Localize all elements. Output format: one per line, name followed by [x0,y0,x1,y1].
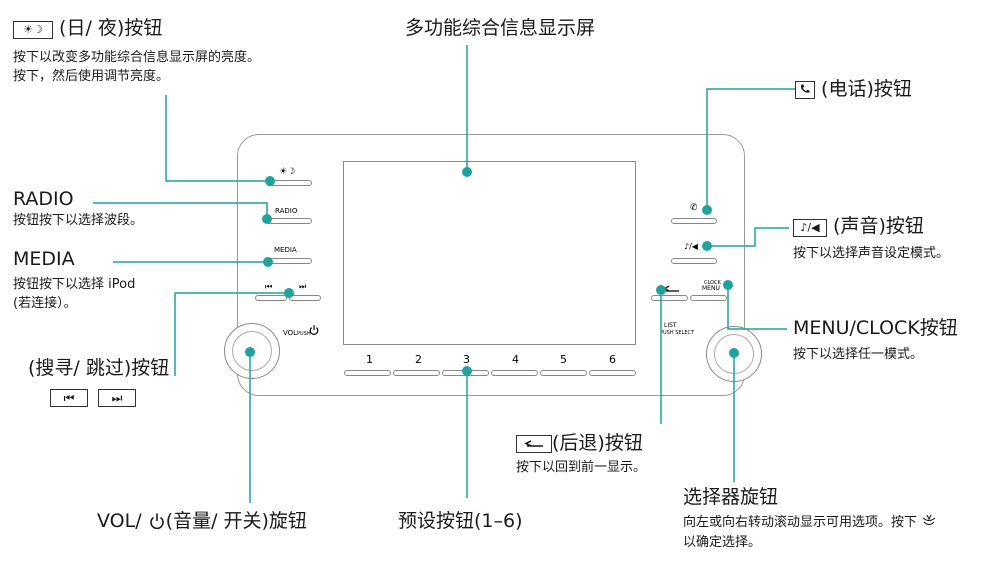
marker-volume [245,347,255,357]
menu-clock-button[interactable] [690,295,727,301]
day-night-unit-label: ☀☽ [279,167,296,177]
seek-prev-button[interactable] [255,295,287,301]
head-unit-outline [237,134,745,396]
preset-button-5[interactable] [540,370,587,376]
marker-radio [262,214,272,224]
multi-info-display [343,161,636,345]
phone-button[interactable] [671,218,717,224]
marker-phone [702,205,712,215]
preset-number-3: 3 [463,353,470,366]
marker-day-night [265,176,275,186]
preset-callout-title: 预设按钮(1–6) [398,510,523,532]
leader-menu-clock [727,285,787,330]
vol-unit-label: VOL [283,329,298,337]
marker-screen [462,167,472,177]
seek-prev-unit-label: ⏮ [265,282,273,291]
list-unit-label: LIST [664,322,677,329]
leader-seek [174,292,289,376]
sound-desc: 按下以选择声音设定模式。 [793,246,950,261]
back-button[interactable] [651,295,688,301]
preset-number-2: 2 [415,353,422,366]
marker-menu-clock [723,280,733,290]
seek-next-unit-label: ⏭ [299,282,307,291]
media-desc-2: (若连接）。 [13,296,77,311]
seek-next-button[interactable] [289,295,321,301]
sound-button[interactable] [671,258,717,264]
menu-clock-callout-title: MENU/CLOCK按钮 [793,317,958,339]
screen-callout-title: 多功能综合信息显示屏 [405,17,596,39]
preset-number-5: 5 [560,353,567,366]
push-select-unit-label: PUSH SELECT [660,330,695,336]
menu-unit-label: MENU [702,285,720,292]
menu-clock-desc: 按下以选择任一模式。 [793,347,924,362]
seek-callout-title: (搜寻/ 跳过)按钮 [28,357,170,379]
leader-sound [707,227,789,247]
marker-media [263,257,273,267]
back-icon [516,435,552,453]
sound-callout-title: ♪/◀ (声音)按钮 [793,215,924,237]
day-night-desc-1: 按下以改变多功能综合信息显示屏的亮度。 [13,50,261,65]
push-unit-label: PUSH [297,331,311,337]
radio-unit-label: RADIO [275,207,298,215]
volume-knob-inner [232,331,272,371]
power-icon [309,325,319,335]
phone-unit-label: ✆ [690,203,698,213]
preset-number-1: 1 [366,353,373,366]
clock-unit-label: CLOCK [704,280,721,286]
marker-seek [284,288,294,298]
media-callout-title: MEDIA [13,248,75,270]
marker-preset [462,366,472,376]
selector-callout-title: 选择器旋钮 [683,486,779,508]
marker-sound [702,241,712,251]
leader-day-night [165,95,270,182]
preset-button-1[interactable] [344,370,391,376]
preset-button-2[interactable] [393,370,440,376]
radio-desc: 按钮按下以选择波段。 [13,213,144,228]
sound-unit-label: ♪/◀ [684,242,698,251]
preset-button-4[interactable] [491,370,538,376]
seek-prev-icon: ⏮ [50,389,88,407]
seek-next-icon: ⏭ [98,389,136,407]
selector-desc-1: 向左或向右转动滚动显示可用选项。按下 [683,513,937,532]
media-desc-1: 按钮按下以选择 iPod [13,277,136,292]
selector-desc-2: 以确定选择。 [683,535,762,550]
push-select-icon [922,514,936,526]
day-night-icon: ☀☽ [13,21,53,39]
preset-number-4: 4 [512,353,519,366]
leader-phone [706,88,809,210]
back-desc: 按下以回到前一显示。 [516,460,647,475]
phone-callout-title: (电话)按钮 [795,78,912,100]
volume-callout-title: VOL/ (音量/ 开关)旋钮 [97,510,307,532]
sound-icon: ♪/◀ [793,219,827,237]
phone-icon [795,81,815,99]
media-unit-label: MEDIA [274,246,297,254]
day-night-callout-title: ☀☽ (日/ 夜)按钮 [13,17,162,39]
marker-selector [729,348,739,358]
back-callout-title: (后退)按钮 [516,432,643,454]
day-night-desc-2: 按下，然后使用调节亮度。 [13,69,170,84]
preset-number-6: 6 [609,353,616,366]
leader-radio [93,202,268,218]
power-icon [149,513,164,530]
preset-button-6[interactable] [589,370,636,376]
marker-back [656,285,666,295]
radio-callout-title: RADIO [13,188,74,210]
